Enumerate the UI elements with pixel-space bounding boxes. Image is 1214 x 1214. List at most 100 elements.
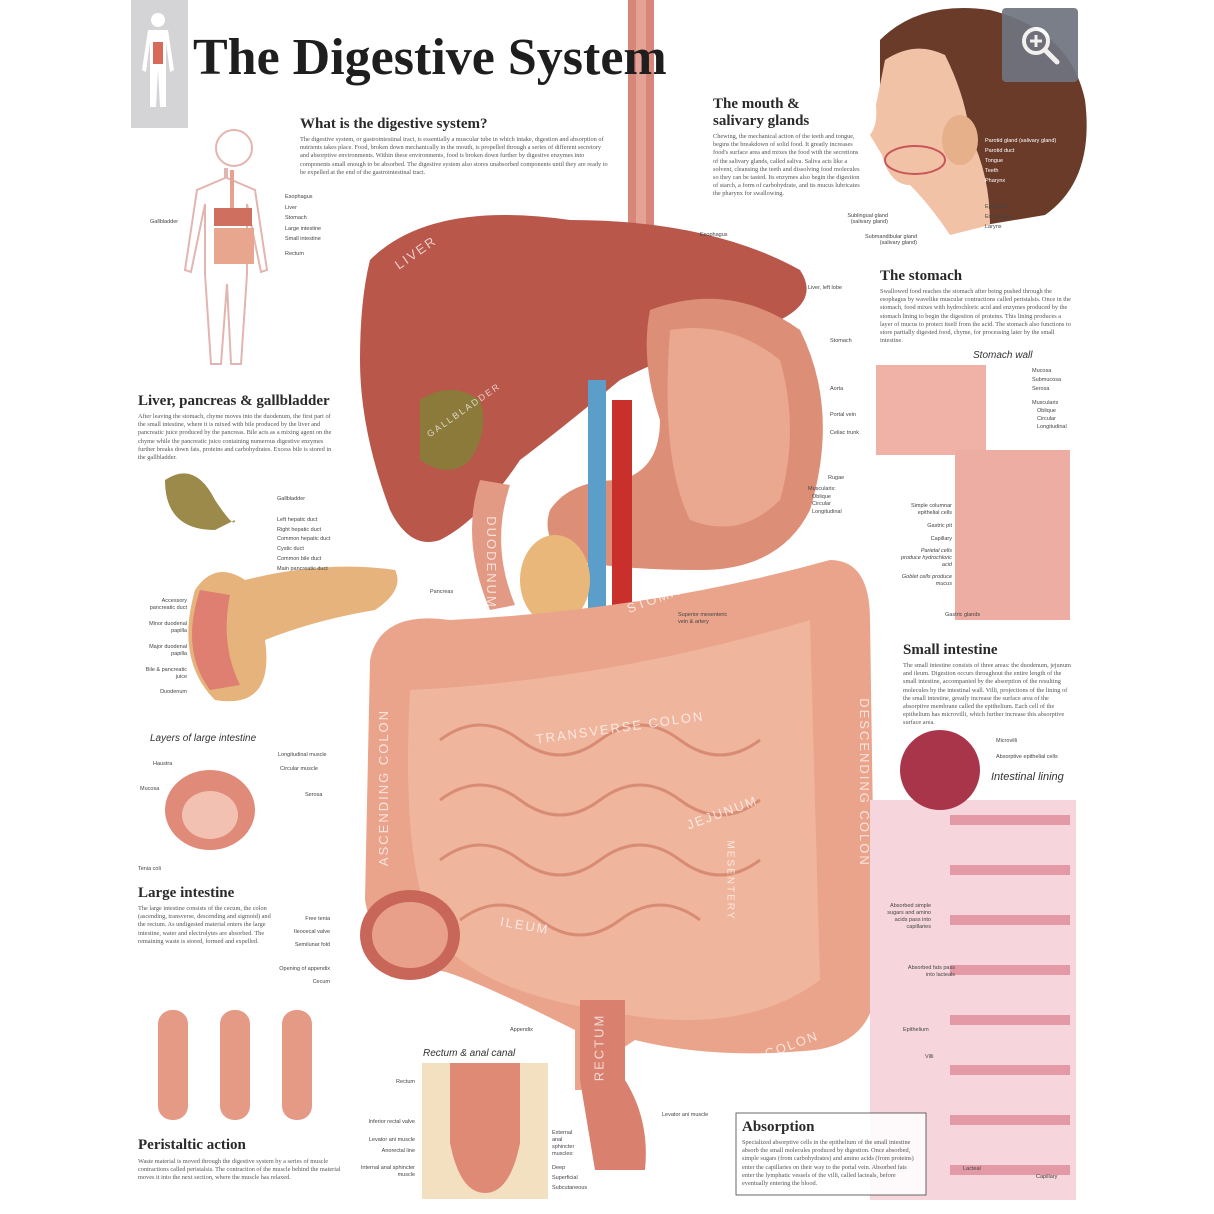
label-teeth: Teeth: [985, 168, 999, 174]
label-pharynx: Pharynx: [985, 178, 1006, 184]
label-sugars: Absorbed simple sugars and amino acids p…: [887, 903, 931, 930]
organ-rectum: RECTUM: [591, 1013, 607, 1082]
label-sublingual: Sublingual gland (salivary gland): [847, 213, 888, 225]
label-layers-serosa: Serosa: [305, 792, 323, 798]
label-microvilli: Microvilli: [996, 738, 1018, 744]
lining-title: Intestinal lining: [991, 771, 1064, 783]
label-anorectal-line: Anorectal line: [381, 1148, 415, 1154]
label-epithelial-cells: Simple columnar epithelial cells: [911, 503, 952, 516]
label-muscularis: Muscularis: [1032, 400, 1059, 406]
label-parietal-cells: Parietal cells produce hydrochloric acid: [900, 548, 952, 568]
label-central-muscularis: Muscularis:: [808, 486, 836, 492]
zoom-in-button[interactable]: [1002, 8, 1078, 82]
page-title: The Digestive System: [193, 29, 667, 86]
body-figure-labels: Esophagus Liver Stomach Large intestine …: [285, 192, 321, 259]
zoom-in-icon: [1022, 27, 1060, 65]
label-gastric-pit: Gastric pit: [927, 523, 952, 529]
label-large-intestine: Large intestine: [285, 225, 322, 232]
mouth-text: Chewing, the mechanical action of the te…: [713, 133, 860, 198]
pancreas-shape: [520, 535, 590, 625]
label-oblique: Oblique: [1037, 408, 1056, 414]
label-rectum: Rectum: [285, 250, 304, 257]
label-portal-vein: Portal vein: [830, 412, 856, 418]
liver-shape: [360, 215, 807, 542]
label-superficial: Superficial: [552, 1175, 578, 1181]
label-bile-juice: Bile & pancreatic juice: [145, 667, 187, 680]
absorption-box: [735, 1112, 927, 1196]
label-circular-muscle: Circular muscle: [280, 766, 318, 772]
sphincter-labels: Deep Superficial Subcutaneous: [552, 1163, 587, 1193]
liver-heading: Liver, pancreas & gallbladder: [138, 393, 330, 409]
label-haustra: Haustra: [153, 761, 173, 767]
label-levator-ani: Levator ani muscle: [368, 1137, 415, 1143]
label-internal-sphincter: Internal anal sphincter muscle: [360, 1165, 415, 1178]
label-aorta: Aorta: [830, 386, 844, 392]
body-outline-figure: [183, 129, 269, 365]
label-duodenum: Duodenum: [160, 689, 187, 695]
label-inferior-rectal-valve: Inferior rectal valve: [368, 1119, 415, 1125]
gastric-gland-block: [955, 450, 1070, 620]
label-circular: Circular: [1037, 416, 1056, 422]
what-is-text: The digestive system, or gastrointestina…: [300, 136, 608, 176]
face-labels: Parotid gland (salivary gland) Parotid d…: [985, 136, 1056, 232]
label-gallbladder: Gallbladder: [150, 219, 179, 225]
label-longitudinal-muscle: Longitudinal muscle: [278, 752, 327, 758]
label-larynx: Larynx: [985, 224, 1002, 230]
label-tongue: Tongue: [985, 158, 1004, 164]
label-detail-gallbladder: Gallbladder: [277, 496, 306, 502]
label-main-pancreatic-duct: Main pancreatic duct: [277, 565, 328, 572]
gastric-labels: Simple columnar epithelial cells Gastric…: [900, 503, 952, 588]
peristalsis-text: Waste material is moved through the dige…: [138, 1158, 341, 1182]
duct-labels: Left hepatic duct Right hepatic duct Com…: [277, 516, 331, 574]
organ-mesentery: MESENTERY: [724, 840, 736, 921]
label-central-esophagus: Esophagus: [700, 232, 728, 238]
label-external-sphincter: External anal sphincter muscles:: [552, 1130, 575, 1157]
mouth-heading: The mouth & salivary glands: [713, 96, 809, 130]
label-deep: Deep: [552, 1165, 566, 1171]
label-major-papilla: Major duodenal papilla: [149, 644, 187, 657]
label-ileocecal-valve: Ileocecal valve: [293, 929, 330, 935]
pancreas-detail-shape: [188, 566, 398, 702]
label-left-hepatic-duct: Left hepatic duct: [277, 517, 318, 523]
large-intestine-heading: Large intestine: [138, 885, 235, 901]
rectum-title: Rectum & anal canal: [423, 1048, 516, 1059]
label-parotid-duct: Parotid duct: [985, 148, 1015, 154]
rectum-left-labels: Rectum Inferior rectal valve Levator ani…: [355, 1078, 415, 1179]
label-rugae: Rugae: [828, 475, 845, 481]
label-small-intestine: Small intestine: [285, 236, 321, 242]
microvilli-magnifier: [900, 730, 980, 810]
label-cecum: Cecum: [312, 979, 330, 985]
label-levator-central: Levator ani muscle: [662, 1112, 709, 1118]
label-semilunar-fold: Semilunar fold: [294, 942, 330, 948]
stomach-wall-block: [876, 365, 986, 455]
label-common-bile-duct: Common bile duct: [277, 555, 322, 562]
label-villi: Villi: [925, 1054, 934, 1060]
label-tenia-coli: Tenia coli: [138, 866, 161, 872]
label-liver-left-lobe: Liver, left lobe: [808, 285, 842, 291]
label-common-hepatic-duct: Common hepatic duct: [277, 536, 331, 543]
what-is-heading: What is the digestive system?: [300, 116, 488, 132]
label-longitudinal: Longitudinal: [1037, 424, 1067, 430]
label-free-tenia: Free tenia: [305, 916, 330, 922]
small-intestine-text: The small intestine consists of three ar…: [903, 662, 1071, 727]
organ-descending-colon: DESCENDING COLON: [856, 698, 872, 867]
cecum-labels: Free tenia Ileocecal valve Semilunar fol…: [270, 913, 330, 989]
stomach-wall-labels: Mucosa Submucosa Serosa Muscularis Obliq…: [1032, 367, 1067, 431]
label-mucosa: Mucosa: [1032, 368, 1052, 374]
absorption-text: Specialized absorptive cells in the epit…: [742, 1139, 914, 1188]
label-esophagus: Esophagus: [285, 194, 313, 200]
label-accessory-duct: Accessory pancreatic duct: [149, 598, 187, 611]
gallbladder-detail-shape: [165, 473, 235, 530]
label-lacteal: Lacteal: [963, 1166, 981, 1172]
absorption-heading: Absorption: [742, 1119, 815, 1135]
label-absorptive-cells: Absorptive epithelial cells: [996, 754, 1058, 760]
label-capillary: Capillary: [930, 536, 952, 542]
portal-vein-shape: [588, 380, 606, 650]
label-central-longitudinal: Longitudinal: [812, 508, 842, 515]
peristalsis-heading: Peristaltic action: [138, 1137, 246, 1153]
label-central-oblique: Oblique: [812, 493, 831, 500]
label-parotid-gland: Parotid gland (salivary gland): [985, 138, 1057, 144]
label-central-stomach: Stomach: [830, 338, 852, 344]
label-celiac-trunk: Celiac trunk: [830, 430, 860, 436]
mouth-heading-line2: salivary glands: [713, 113, 810, 129]
